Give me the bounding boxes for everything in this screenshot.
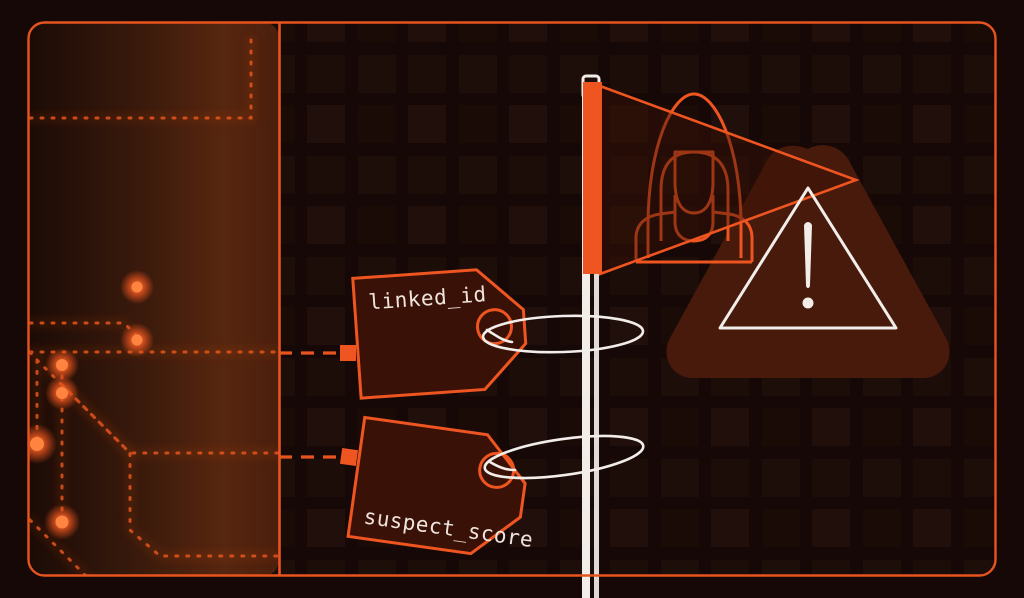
flag-pole-right [594,86,599,598]
tag-suspect-score[interactable]: suspect_score [346,415,547,561]
eyelet-hole-linked-id [475,308,513,346]
connector-lines [279,351,346,459]
figure-chin [673,195,715,243]
circuit-nodes [28,270,154,540]
pennant-fill [600,86,856,274]
flag-hoist-band [583,82,602,274]
tie-string-loop-suspect-score [483,434,645,480]
warning-exclamation-bar [804,222,812,288]
warning-exclamation-dot [802,297,814,309]
circuit-traces [28,38,279,576]
tie-knot-suspect-score [488,460,517,472]
tag-body-suspect-score [346,415,527,556]
connector-node-suspect-score [339,447,359,467]
flag-pole-left [582,86,590,598]
figure-hood-outer [646,92,743,258]
tag-linked-id[interactable]: linked_id [351,267,529,400]
outer-frame [27,21,997,577]
figure-face [673,150,715,215]
tie-knot-linked-id [485,328,514,344]
warning-triangle-outline [718,186,898,330]
connector-node-linked-id [340,345,356,361]
tie-string-loop-linked-id [481,314,645,354]
tag-body-linked-id [351,268,528,400]
eyelet-hole-suspect-score [478,451,516,489]
hooded-person [634,92,754,264]
